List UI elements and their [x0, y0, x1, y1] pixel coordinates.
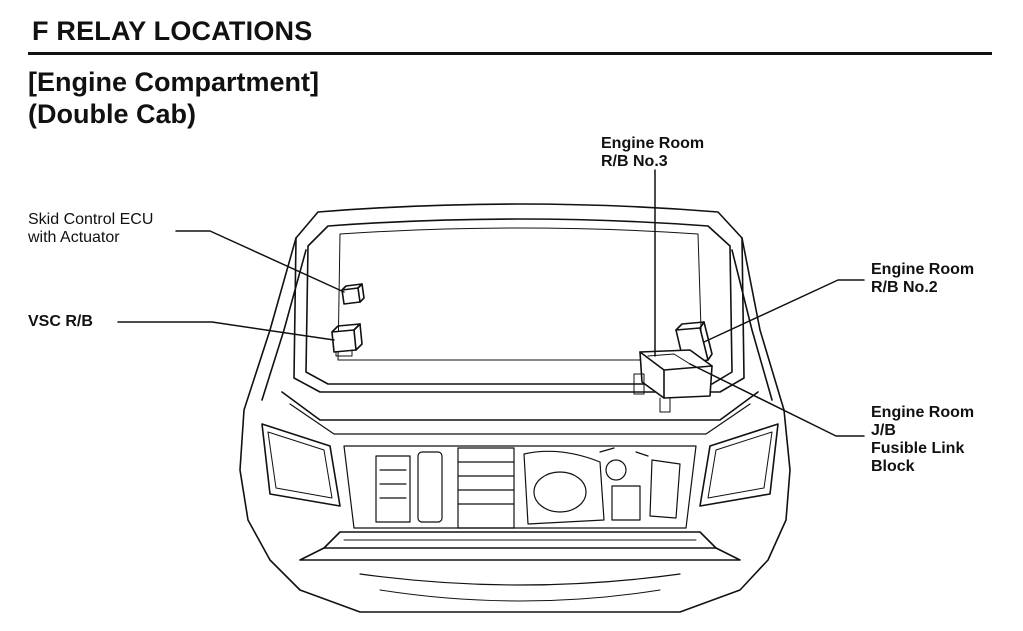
engine-room-rb-no3-label-line-2: R/B No.3: [601, 153, 668, 170]
title-underline: [28, 52, 992, 55]
engine-room-rb-no3-label: Engine Room R/B No.3: [601, 135, 704, 171]
subtitle: [Engine Compartment] (Double Cab): [28, 66, 319, 130]
engine-room-jb-label: Engine Room J/B Fusible Link Block: [871, 404, 974, 476]
hood: [293, 203, 745, 393]
section-title: F RELAY LOCATIONS: [32, 16, 313, 46]
skid-control-ecu-label: Skid Control ECU with Actuator: [28, 211, 153, 247]
engine-room-jb-label-line-1: Engine Room: [871, 404, 975, 421]
engine-room-rb-no2-label: Engine Room R/B No.2: [871, 261, 974, 297]
subtitle-line-2: (Double Cab): [28, 99, 196, 129]
engine-room-jb-label-line-3: Fusible Link: [871, 440, 965, 457]
leader-lines: [117, 169, 865, 437]
engine-room-rb-no2-label-line-1: Engine Room: [871, 261, 975, 278]
engine-bay: [343, 445, 697, 529]
vsc-rb-box: [331, 323, 363, 357]
skid-control-ecu-label-line-1: Skid Control ECU: [28, 211, 154, 228]
engine-room-jb-label-line-4: Block: [871, 458, 915, 475]
engine-room-rb-no2-label-line-2: R/B No.2: [871, 279, 938, 296]
engine-room-rb-no3-label-line-1: Engine Room: [601, 135, 705, 152]
skid-control-ecu-box: [341, 283, 365, 305]
headlights: [261, 423, 779, 507]
vehicle-body: [239, 237, 791, 613]
vsc-rb-label: VSC R/B: [28, 313, 93, 330]
engine-room-jb-box: [633, 349, 713, 413]
front-grille-bumper: [299, 531, 741, 602]
skid-control-ecu-label-line-2: with Actuator: [28, 229, 120, 246]
engine-room-jb-label-line-2: J/B: [871, 422, 896, 439]
subtitle-line-1: [Engine Compartment]: [28, 67, 320, 97]
